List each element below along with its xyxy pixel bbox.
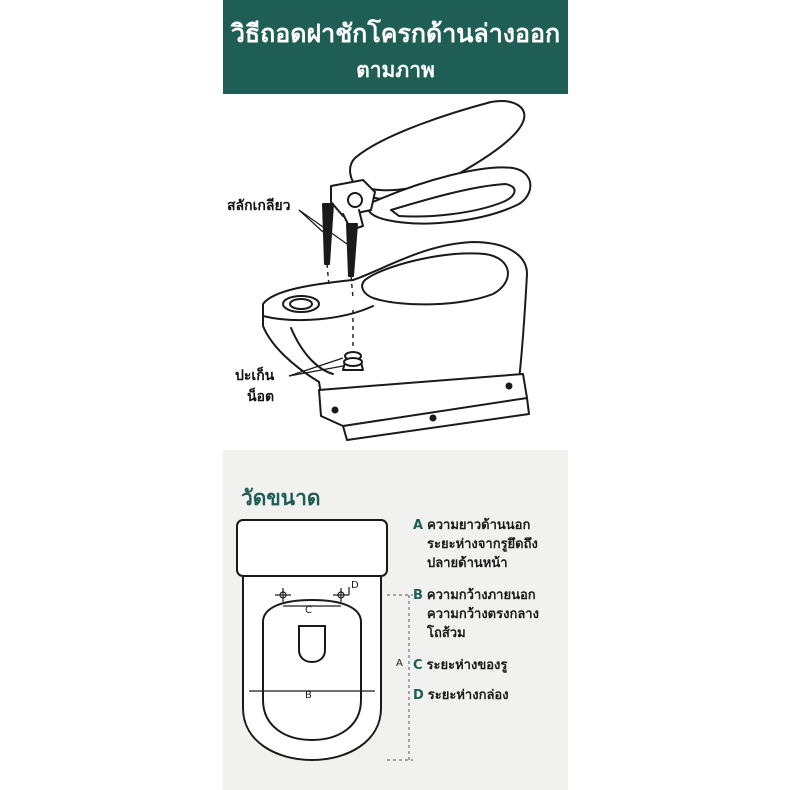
legend-a-line1: ความยาวด้านนอก — [427, 518, 531, 533]
legend-c-key: C — [413, 658, 423, 673]
legend-b-line2: ความกว้างตรงกลาง — [427, 607, 539, 622]
legend-b-line3: โถส้วม — [427, 626, 466, 641]
title-banner: วิธีถอดฝาชักโครกด้านล่างออก ตามภาพ — [223, 0, 568, 94]
legend-d-line1: ระยะห่างกล่อง — [427, 688, 509, 703]
toilet-illustration: สลักเกลียว ปะเก็น น็อต — [223, 94, 568, 450]
legend-c-line1: ระยะห่างของรู — [426, 658, 508, 673]
legend-b-key: B — [413, 588, 423, 603]
tank-box — [236, 519, 388, 577]
toilet-drawing — [262, 100, 532, 441]
dimension-d: D — [351, 580, 359, 591]
legend-a-line3: ปลายด้านหน้า — [427, 556, 508, 571]
base-shape — [318, 373, 528, 427]
label-screw: สลักเกลียว — [227, 198, 291, 214]
legend-b-line1: ความกว้างภายนอก — [426, 588, 536, 603]
dimension-b: B — [305, 690, 312, 701]
top-view-drawing: C B D A — [236, 519, 413, 762]
dimension-a: A — [396, 658, 403, 669]
dimension-c: C — [305, 605, 312, 616]
bowl-opening — [262, 598, 362, 742]
legend-a-key: A — [413, 518, 424, 533]
label-washer: ปะเก็น — [235, 368, 275, 384]
measurement-title: วัดขนาด — [241, 486, 321, 510]
label-nut: น็อต — [247, 389, 275, 405]
legend-a-line2: ระยะห่างจากรูยึดถึง — [427, 537, 538, 552]
banner-subtitle: ตามภาพ — [356, 58, 435, 82]
banner-title: วิธีถอดฝาชักโครกด้านล่างออก — [230, 19, 561, 48]
measurement-section: วัดขนาด C B — [223, 450, 568, 790]
legend-d-key: D — [413, 688, 424, 703]
